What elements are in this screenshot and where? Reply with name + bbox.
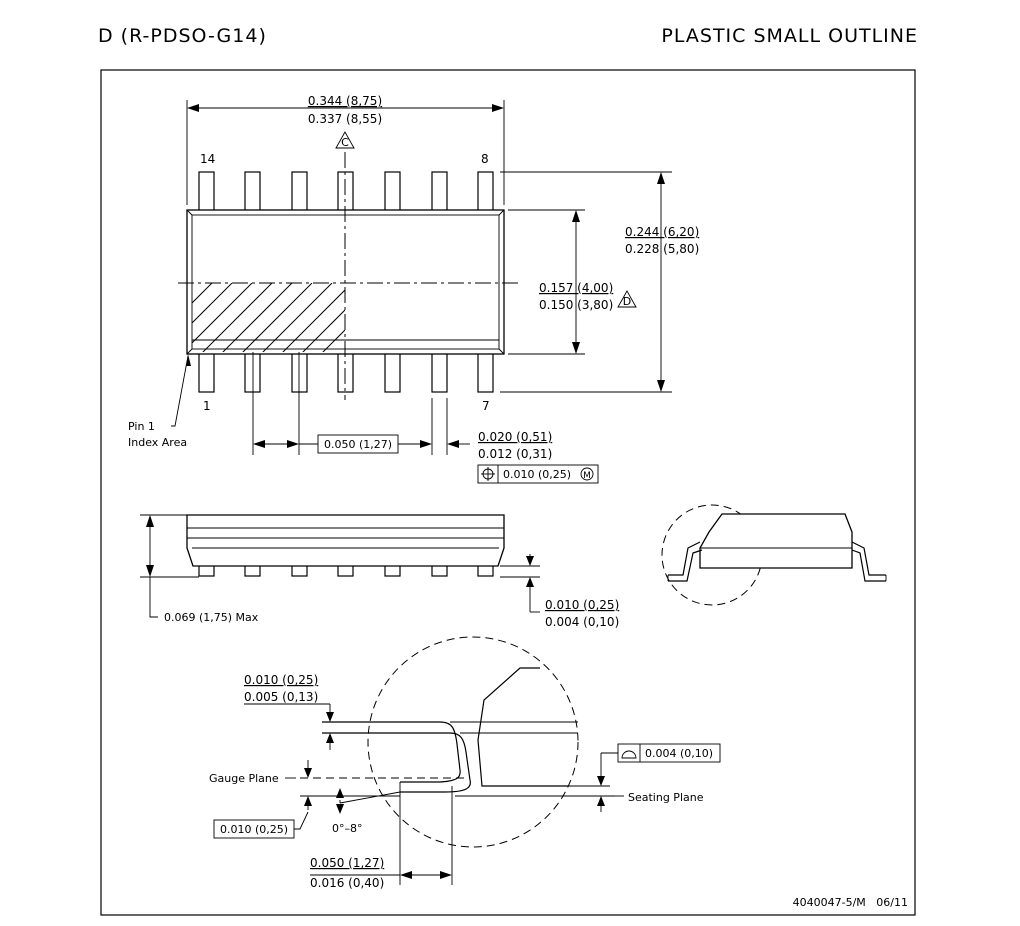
top-view: 14 8 1 7 0.344 (8,75) 0.337 (8,55) C 0.2… (128, 94, 699, 484)
body-width-max: 0.157 (4,00) (539, 281, 613, 295)
bottom-leads (198, 351, 494, 393)
side-view: 0.069 (1,75) Max 0.010 (0,25) 0.004 (0,1… (140, 514, 619, 629)
overall-width-max: 0.244 (6,20) (625, 225, 699, 239)
lead-width-min: 0.012 (0,31) (478, 447, 552, 461)
standoff-min: 0.004 (0,10) (545, 615, 619, 629)
lead-detail-small (661, 504, 887, 606)
pin1-index-hatch (192, 283, 345, 352)
body-length-max: 0.344 (8,75) (308, 94, 382, 108)
top-leads (198, 171, 494, 213)
height-max: 0.069 (1,75) Max (164, 611, 259, 624)
seating-plane-label: Seating Plane (628, 791, 704, 804)
standoff-max: 0.010 (0,25) (545, 598, 619, 612)
gauge-dimension: 0.010 (0,25) (220, 823, 288, 836)
body-width-min: 0.150 (3,80) (539, 298, 613, 312)
lead-thickness-max: 0.010 (0,25) (244, 673, 318, 687)
foot-length-min: 0.016 (0,40) (310, 876, 384, 890)
gauge-plane-label: Gauge Plane (209, 772, 279, 785)
mmc-symbol: M (583, 471, 591, 481)
angle-value: 0°–8° (332, 822, 363, 835)
position-tolerance-value: 0.010 (0,25) (503, 468, 571, 481)
coplanarity-value: 0.004 (0,10) (645, 747, 713, 760)
body-length-min: 0.337 (8,55) (308, 112, 382, 126)
pin-14-label: 14 (200, 152, 215, 166)
lead-detail-large: 0.010 (0,25) 0.005 (0,13) Gauge Plane 0.… (209, 636, 721, 890)
lead-width-max: 0.020 (0,51) (478, 430, 552, 444)
position-tolerance-frame: 0.010 (0,25) M (477, 464, 599, 484)
package-code: D (R-PDSO-G14) (98, 25, 267, 47)
package-type: PLASTIC SMALL OUTLINE (661, 25, 918, 47)
pin-8-label: 8 (481, 152, 489, 166)
note-d-flag: D (623, 295, 631, 308)
drawing-frame (100, 69, 916, 916)
pin-7-label: 7 (482, 399, 490, 413)
coplanarity-frame: 0.004 (0,10) (600, 743, 721, 763)
pitch-value: 0.050 (1,27) (324, 438, 392, 451)
pin-1-label: 1 (203, 399, 211, 413)
pin1-label-line2: Index Area (128, 436, 187, 449)
pin1-label-line1: Pin 1 (128, 420, 155, 433)
package-body-side (186, 514, 505, 567)
foot-length-max: 0.050 (1,27) (310, 856, 384, 870)
overall-width-min: 0.228 (5,80) (625, 242, 699, 256)
note-c-flag: C (341, 136, 349, 149)
lead-thickness-min: 0.005 (0,13) (244, 690, 318, 704)
drawing-number: 4040047-5/M 06/11 (793, 896, 908, 909)
